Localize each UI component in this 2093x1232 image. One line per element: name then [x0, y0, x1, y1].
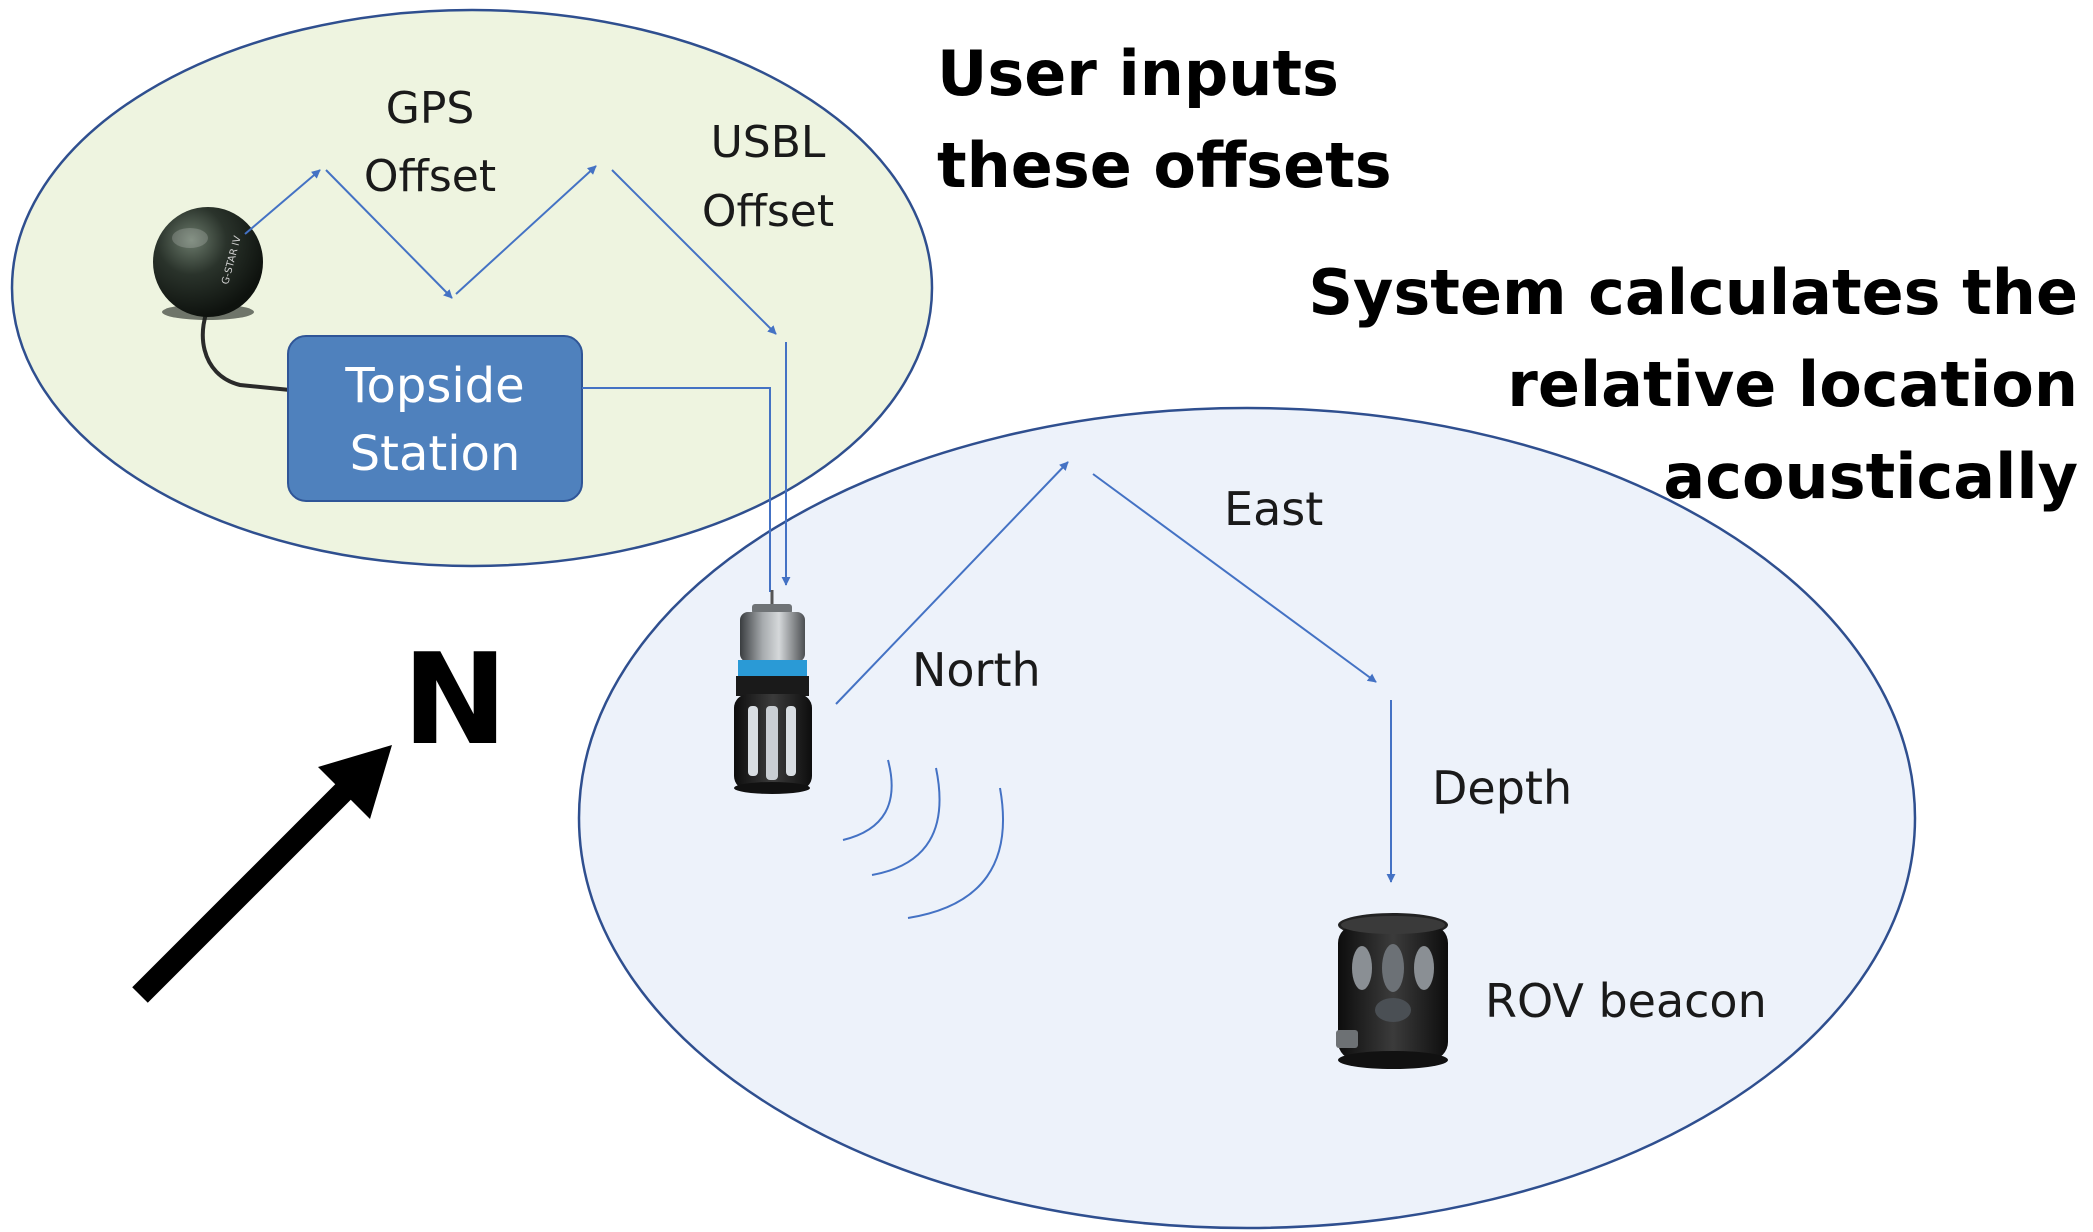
gps-offset-label-line1: GPS [386, 83, 475, 134]
system-heading-line2: relative location [1507, 348, 2078, 421]
topside-station-box [287, 335, 583, 502]
system-heading-line3: acoustically [1663, 440, 2078, 513]
usbl-offset-label-line1: USBL [711, 117, 826, 168]
topside-station-label-line1: Topside [344, 358, 524, 414]
usbl-offset-arrow-1 [455, 165, 597, 295]
acoustic-wave-1 [842, 759, 893, 841]
topside-cable [582, 387, 771, 592]
north-label: North [912, 643, 1041, 697]
acoustic-wave-3 [907, 787, 1004, 919]
rov-beacon-label: ROV beacon [1485, 974, 1767, 1028]
surface-ellipse [10, 8, 934, 568]
compass-n-label: N [402, 626, 507, 773]
gps-antenna-icon: G-STAR IV [153, 207, 263, 320]
usbl-offset-label-line2: Offset [702, 186, 834, 237]
gps-offset-arrow-1 [244, 169, 321, 235]
user-inputs-heading-line1: User inputs [937, 37, 1339, 110]
gps-offset-label-line2: Offset [364, 151, 496, 202]
subsea-ellipse [577, 406, 1917, 1230]
user-inputs-heading-line2: these offsets [937, 129, 1392, 202]
acoustic-wave-2 [871, 767, 941, 876]
north-compass-arrow-icon [132, 745, 392, 1003]
topside-station-label-line2: Station [350, 426, 521, 482]
depth-label: Depth [1432, 761, 1572, 815]
system-heading-line1: System calculates the [1308, 256, 2078, 329]
east-arrow [1092, 473, 1377, 683]
usbl-transceiver-icon [734, 590, 812, 794]
usbl-offset-arrow-2 [611, 169, 777, 335]
east-label: East [1224, 482, 1323, 536]
north-arrow [835, 461, 1069, 705]
gps-offset-arrow-2 [325, 169, 453, 299]
rov-beacon-icon [1336, 913, 1448, 1069]
